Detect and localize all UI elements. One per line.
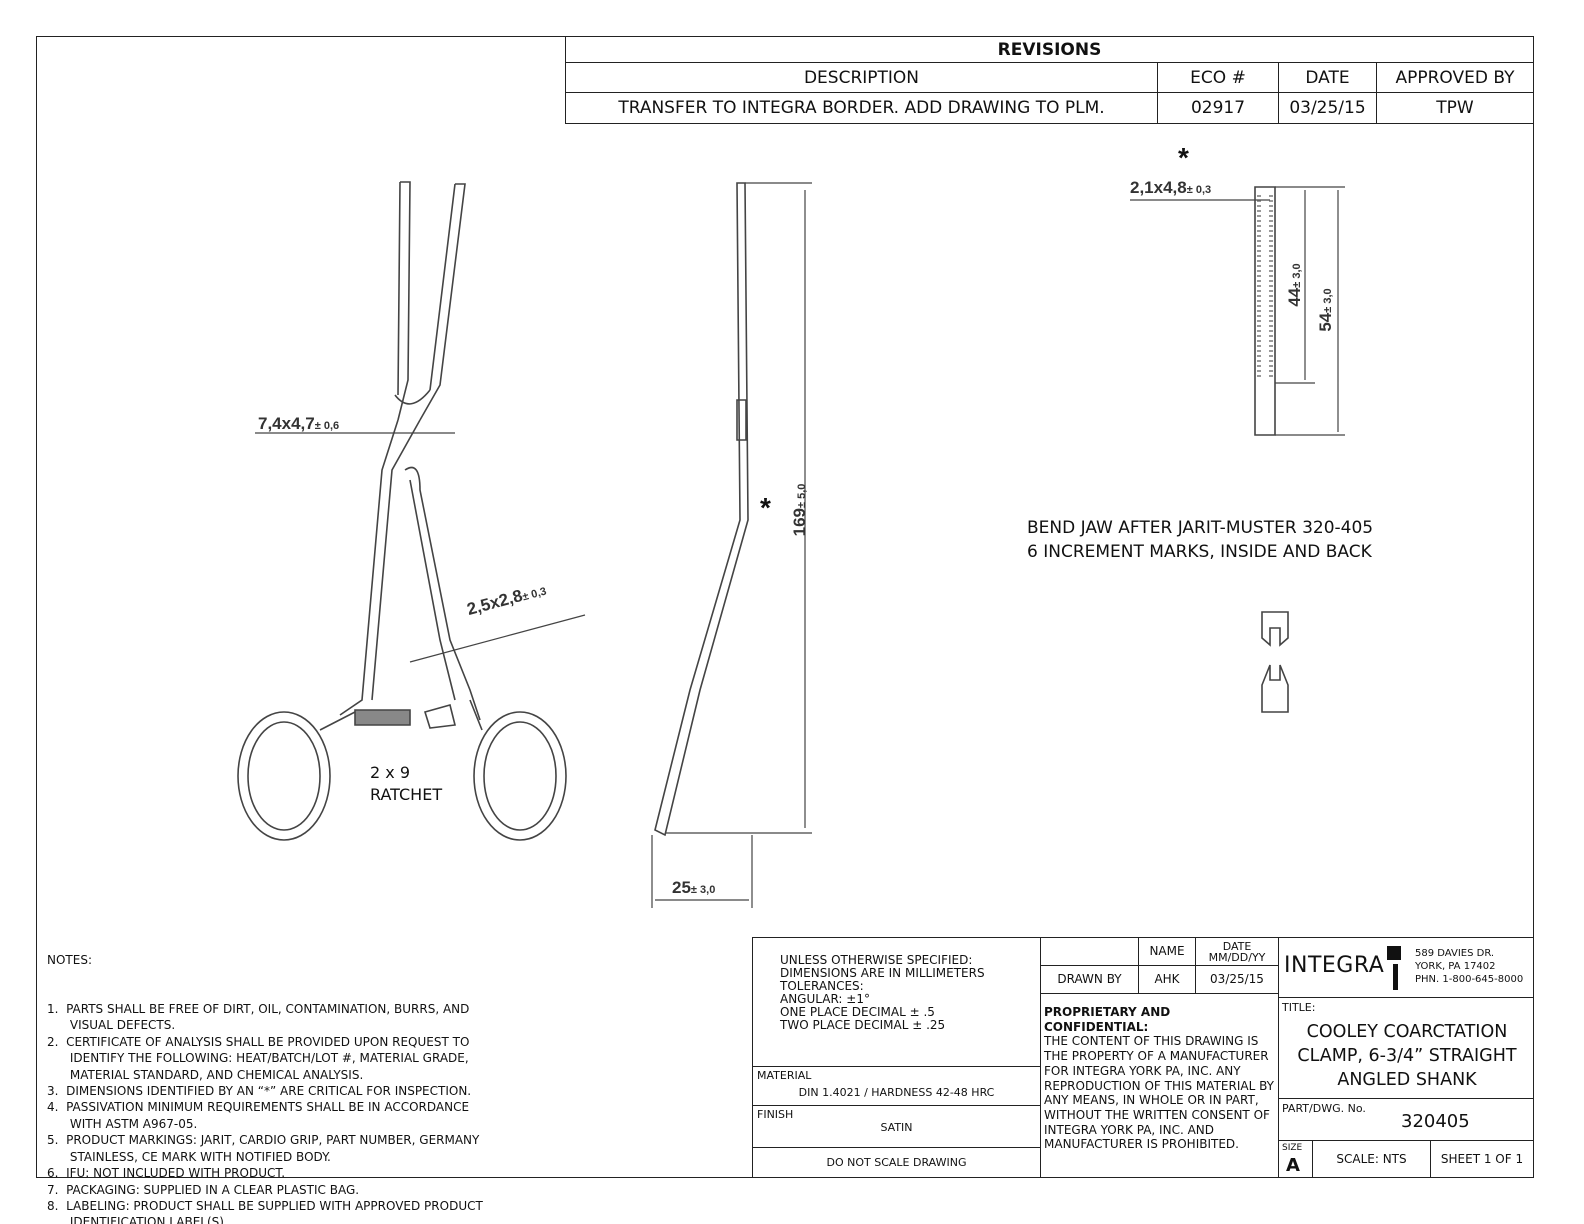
note-line: 8. LABELING: PRODUCT SHALL BE SUPPLIED W… (47, 1198, 483, 1213)
blank-header (1040, 937, 1139, 966)
logo-mark (1387, 946, 1401, 960)
logo-mark (1393, 964, 1398, 990)
note-line: 7. PACKAGING: SUPPLIED IN A CLEAR PLASTI… (47, 1182, 360, 1197)
bend-note-line: BEND JAW AFTER JARIT-MUSTER 320-405 (1027, 518, 1374, 538)
jaw-cross-section (1261, 611, 1289, 713)
title-cell: TITLE: COOLEY COARCTATION CLAMP, 6-3/4” … (1278, 997, 1534, 1099)
proprietary-text: THE CONTENT OF THIS DRAWING IS THE PROPE… (1044, 1034, 1274, 1152)
size-value: A (1286, 1155, 1300, 1176)
title-label: TITLE: (1282, 1001, 1316, 1014)
tolerance-spec: UNLESS OTHERWISE SPECIFIED: DIMENSIONS A… (752, 937, 1041, 1067)
date-header: DATE MM/DD/YY (1195, 937, 1279, 966)
size-cell: SIZE A (1278, 1140, 1313, 1178)
note-line: 1. PARTS SHALL BE FREE OF DIRT, OIL, CON… (47, 1002, 470, 1017)
material-cell: MATERIAL DIN 1.4021 / HARDNESS 42-48 HRC (752, 1066, 1041, 1106)
note-line: MATERIAL STANDARD, AND CHEMICAL ANALYSIS… (47, 1067, 364, 1082)
dim-tolerance: ± 3,0 (690, 884, 716, 896)
note-line: STAINLESS, CE MARK WITH NOTIFIED BODY. (47, 1149, 331, 1164)
notes-heading: NOTES: (47, 952, 92, 967)
spec-line: TWO PLACE DECIMAL ± .25 (780, 1018, 946, 1032)
name-header: NAME (1138, 937, 1196, 966)
address-line: YORK, PA 17402 (1415, 961, 1496, 972)
finish-cell: FINISH SATIN (752, 1105, 1041, 1148)
spec-line: TOLERANCES: (780, 979, 864, 993)
jaw-section-dimension: 2,1x4,8± 0,3 (1130, 178, 1211, 198)
material-value: DIN 1.4021 / HARDNESS 42-48 HRC (798, 1086, 995, 1099)
address-line: 589 DAVIES DR. (1415, 948, 1495, 959)
company-logo: INTEGRA (1284, 953, 1385, 978)
drawn-date: 03/25/15 (1195, 965, 1279, 994)
dim-tolerance: ± 0,3 (1186, 184, 1212, 196)
spec-line: DIMENSIONS ARE IN MILLIMETERS (780, 966, 985, 980)
material-label: MATERIAL (757, 1069, 812, 1082)
size-label: SIZE (1282, 1143, 1303, 1153)
sheet-cell: SHEET 1 OF 1 (1430, 1140, 1534, 1178)
increment-note-line: 6 INCREMENT MARKS, INSIDE AND BACK (1027, 542, 1372, 562)
title-line: COOLEY COARCTATION (1306, 1022, 1508, 1042)
dim-value: 169 (790, 508, 809, 537)
dim-44: 44± 3,0 (1285, 225, 1305, 345)
finish-value: SATIN (880, 1121, 913, 1134)
critical-marker: * (760, 492, 771, 523)
note-line: IDENTIFICATION LABEL(S). (47, 1215, 228, 1224)
dim-tolerance: ± 0,6 (314, 420, 340, 432)
dim-value: 25 (672, 878, 691, 897)
scale-cell: SCALE: NTS (1312, 1140, 1431, 1178)
note-line: 4. PASSIVATION MINIMUM REQUIREMENTS SHAL… (47, 1100, 470, 1115)
ratchet-count: 2 x 9 (370, 763, 410, 782)
company-cell: INTEGRA 589 DAVIES DR. YORK, PA 17402 PH… (1278, 937, 1534, 998)
dim-value: 7,4x4,7 (258, 414, 315, 433)
notes-list: 1. PARTS SHALL BE FREE OF DIRT, OIL, CON… (47, 1001, 483, 1224)
drawn-by-name: AHK (1138, 965, 1196, 994)
dim-tolerance: ± 5,0 (796, 483, 808, 509)
dim-value: 44 (1285, 287, 1304, 307)
part-number: 320405 (1401, 1111, 1470, 1132)
note-line: VISUAL DEFECTS. (47, 1018, 176, 1033)
dim-value: 54 (1316, 312, 1335, 332)
part-label: PART/DWG. No. (1282, 1102, 1366, 1115)
phone: PHN. 1-800-645-8000 (1415, 974, 1524, 985)
do-not-scale: DO NOT SCALE DRAWING (752, 1147, 1041, 1178)
spec-line: UNLESS OTHERWISE SPECIFIED: (780, 953, 973, 967)
jaw-detail-view (1130, 186, 1345, 436)
note-line: IDENTIFY THE FOLLOWING: HEAT/BATCH/LOT #… (47, 1051, 469, 1066)
part-number-cell: PART/DWG. No. 320405 (1278, 1098, 1534, 1141)
company-address: 589 DAVIES DR. YORK, PA 17402 PHN. 1-800… (1415, 947, 1523, 986)
dim-value: 2,1x4,8 (1130, 178, 1187, 197)
ratchet-text: RATCHET (370, 785, 443, 804)
length-dimension: 169± 5,0 (790, 450, 810, 570)
clamp-side-view (651, 182, 812, 908)
finish-label: FINISH (757, 1108, 794, 1121)
drawing-title: COOLEY COARCTATION CLAMP, 6-3/4” STRAIGH… (1279, 1020, 1535, 1092)
revision-approved: TPW (1376, 92, 1534, 124)
notes-section: NOTES: 1. PARTS SHALL BE FREE OF DIRT, O… (47, 919, 483, 1224)
drawn-by-label: DRAWN BY (1040, 965, 1139, 994)
proprietary-notice: PROPRIETARY AND CONFIDENTIAL: THE CONTEN… (1040, 993, 1279, 1178)
title-line: ANGLED SHANK (1337, 1070, 1477, 1090)
note-line: 5. PRODUCT MARKINGS: JARIT, CARDIO GRIP,… (47, 1133, 480, 1148)
ratchet-label: 2 x 9 RATCHET (370, 762, 442, 806)
dim-tolerance: ± 3,0 (1291, 263, 1303, 288)
note-line: 2. CERTIFICATE OF ANALYSIS SHALL BE PROV… (47, 1034, 470, 1049)
dim-tolerance: ± 3,0 (1322, 288, 1334, 313)
width-dimension: 25± 3,0 (672, 878, 715, 898)
title-line: CLAMP, 6-3/4” STRAIGHT (1297, 1046, 1517, 1066)
dim-54: 54± 3,0 (1316, 250, 1336, 370)
spec-line: ONE PLACE DECIMAL ± .5 (780, 1005, 935, 1019)
note-line: 3. DIMENSIONS IDENTIFIED BY AN “*” ARE C… (47, 1084, 472, 1099)
critical-marker: * (1178, 142, 1189, 173)
clamp-front-view (237, 181, 586, 841)
note-line: WITH ASTM A967-05. (47, 1116, 198, 1131)
bend-note: BEND JAW AFTER JARIT-MUSTER 320-405 6 INC… (1027, 516, 1373, 564)
spec-line: ANGULAR: ±1° (780, 992, 870, 1006)
note-line: 6. IFU: NOT INCLUDED WITH PRODUCT. (47, 1166, 286, 1181)
proprietary-heading: PROPRIETARY AND CONFIDENTIAL: (1044, 1005, 1171, 1034)
jaw-width-dimension: 7,4x4,7± 0,6 (258, 414, 339, 434)
